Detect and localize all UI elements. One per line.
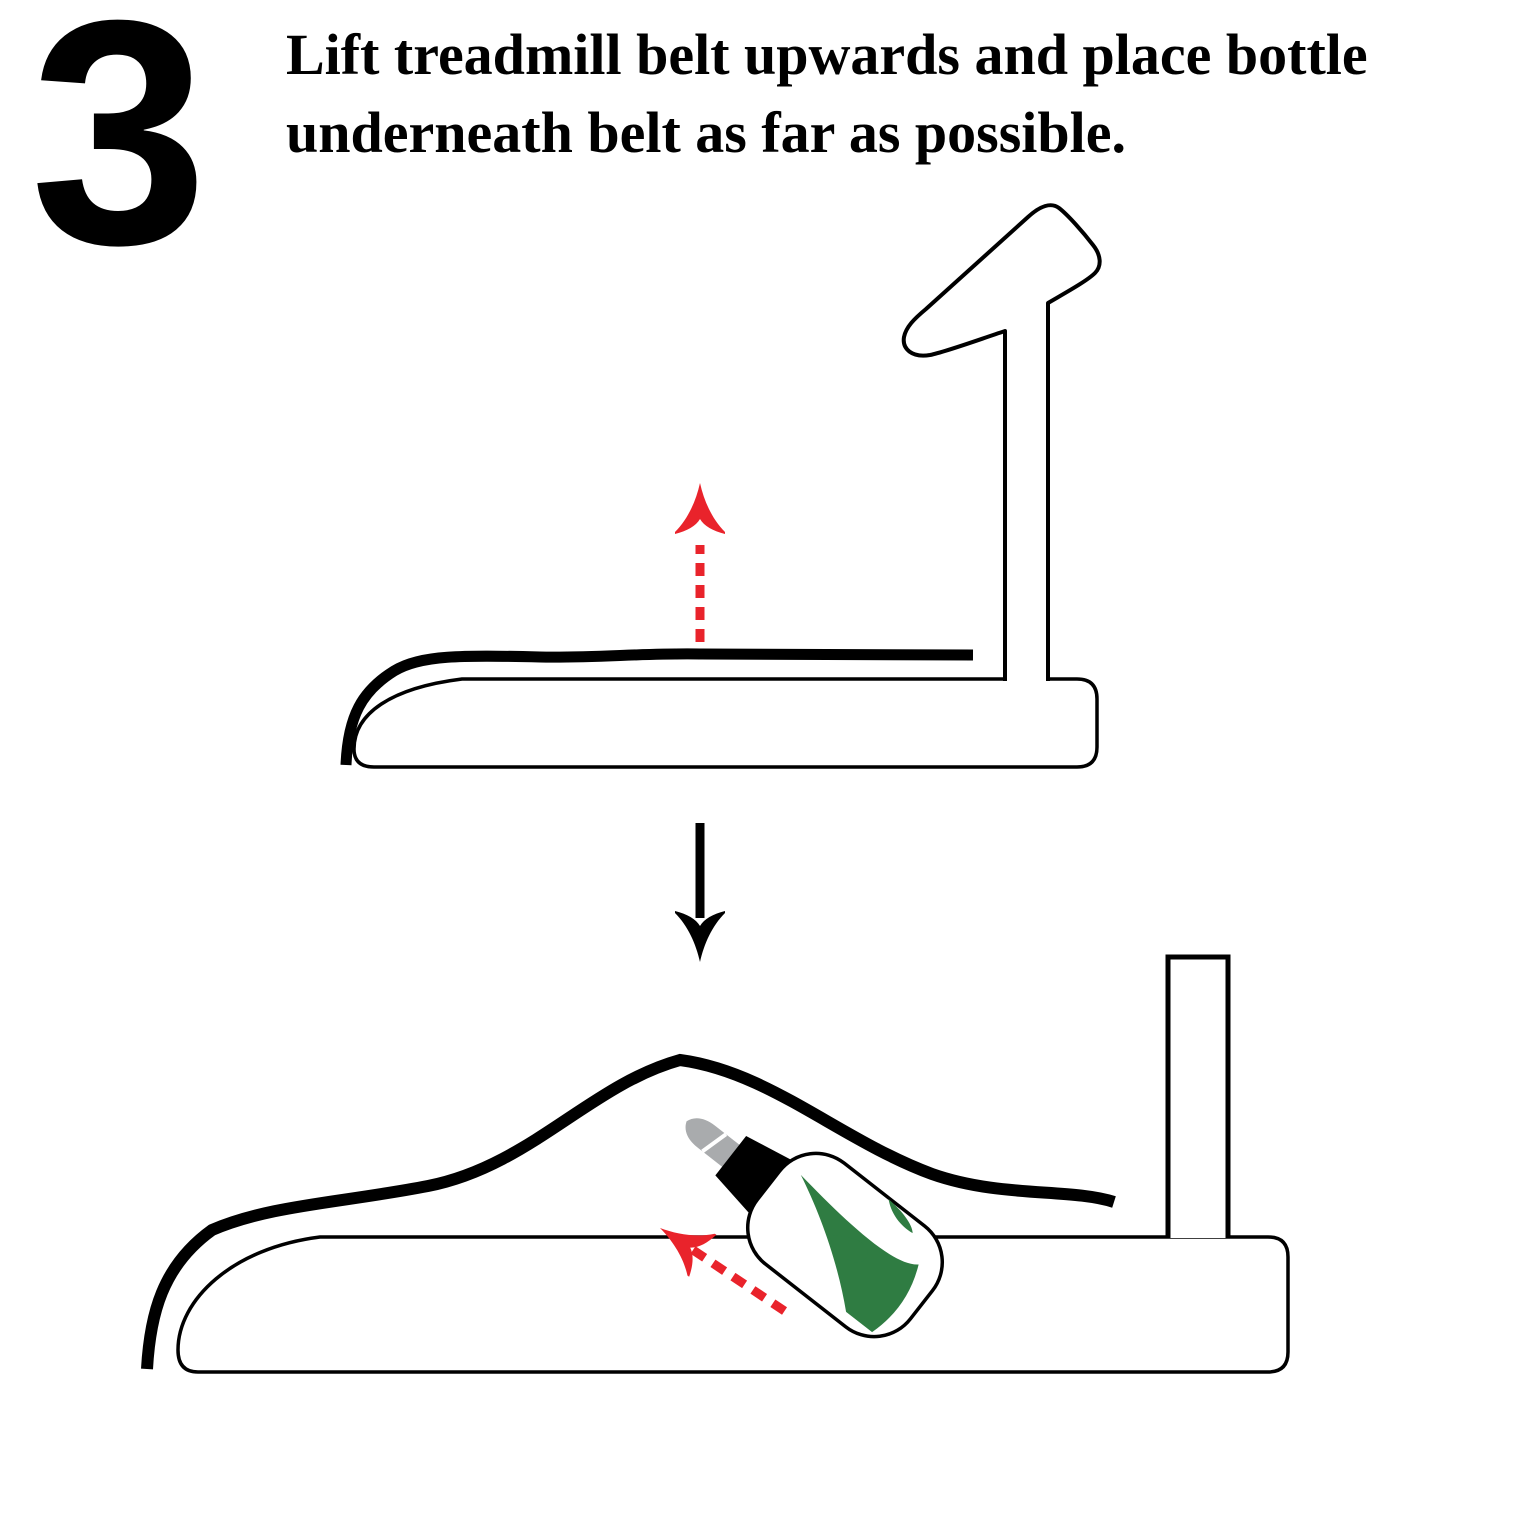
top-treadmill-diagram bbox=[340, 203, 1102, 769]
insert-direction-arrow-icon bbox=[660, 1228, 795, 1320]
instruction-line-1: Lift treadmill belt upwards and place bo… bbox=[286, 22, 1368, 87]
bottle-label-drop bbox=[828, 1234, 868, 1263]
arrow-head bbox=[675, 483, 725, 534]
lubricant-bottle bbox=[685, 1118, 945, 1339]
nozzle-highlight bbox=[701, 1132, 728, 1153]
bottle-label-crescent bbox=[888, 1199, 913, 1234]
arrow-head bbox=[660, 1228, 717, 1277]
arrow-stem bbox=[690, 1246, 795, 1320]
sequence-down-arrow-icon bbox=[675, 823, 725, 962]
bottom-treadmill-diagram bbox=[141, 954, 1290, 1374]
instruction-text: Lift treadmill belt upwards and place bo… bbox=[286, 16, 1368, 172]
treadmill-deck bbox=[176, 1235, 1290, 1374]
arrow-head bbox=[675, 911, 725, 962]
lift-up-arrow-icon bbox=[675, 483, 725, 642]
instruction-line-2: underneath belt as far as possible. bbox=[286, 100, 1127, 165]
treadmill-post bbox=[1165, 954, 1231, 1238]
step-number: 3 bbox=[30, 0, 208, 311]
treadmill-deck bbox=[352, 677, 1099, 769]
treadmill-belt bbox=[340, 648, 974, 766]
bottle-cap bbox=[715, 1136, 792, 1214]
lifted-treadmill-belt bbox=[141, 1053, 1116, 1370]
treadmill-console-and-post bbox=[901, 203, 1102, 681]
